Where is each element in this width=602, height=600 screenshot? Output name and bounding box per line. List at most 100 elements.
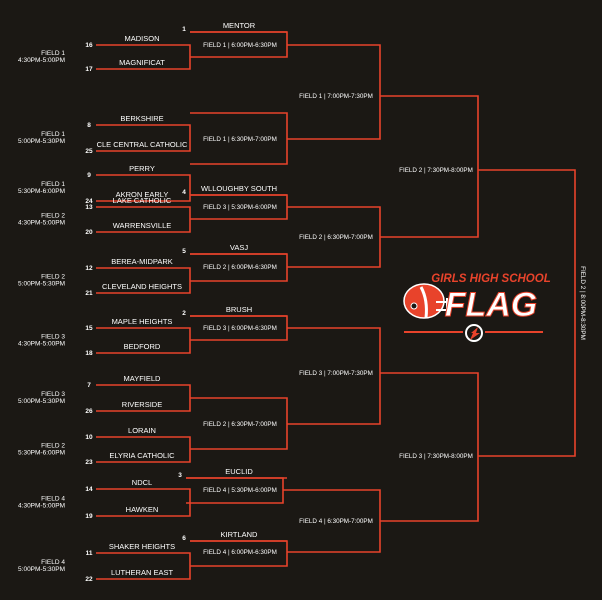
round1-top-team: MADISON <box>124 34 159 43</box>
round1-field-label: FIELD 1 <box>41 50 65 57</box>
round3-label: FIELD 4 | 6:30PM-7:00PM <box>299 518 373 525</box>
bracket-text: FIELD 14:30PM-5:00PM1617MADISONMAGNIFICA… <box>18 21 586 583</box>
round2-label: FIELD 4 | 5:30PM-6:00PM <box>203 487 277 494</box>
round1-top-team: BEREA-MIDPARK <box>111 257 173 266</box>
round1-top-seed: 10 <box>85 434 93 441</box>
round1-top-seed: 15 <box>85 325 93 332</box>
round1-bottom-seed: 24 <box>85 198 93 205</box>
round1-bottom-seed: 23 <box>85 459 93 466</box>
bye-seed: 5 <box>182 248 186 255</box>
bye-seed: 1 <box>182 26 186 33</box>
round2-label: FIELD 2 | 6:00PM-6:30PM <box>203 264 277 271</box>
final-connector <box>478 169 576 457</box>
round1-top-seed: 9 <box>87 172 91 179</box>
round1-time-label: 4:30PM-5:00PM <box>18 341 65 348</box>
round2-connector <box>190 540 288 567</box>
football-helmet-icon <box>403 283 450 319</box>
round1-top-team: LAKE CATHOLIC <box>113 196 172 205</box>
bye-team: EUCLID <box>225 467 253 476</box>
round1-time-label: 5:30PM-6:00PM <box>18 450 65 457</box>
round1-time-label: 5:00PM-5:30PM <box>18 398 65 405</box>
round3-label: FIELD 2 | 6:30PM-7:00PM <box>299 234 373 241</box>
bye-seed: 2 <box>182 310 186 317</box>
round1-time-label: 4:30PM-5:00PM <box>18 503 65 510</box>
round1-field-label: FIELD 4 <box>41 496 65 503</box>
round1-bottom-team: HAWKEN <box>126 505 159 514</box>
round1-bottom-team: BEDFORD <box>124 342 161 351</box>
round4-label: FIELD 2 | 7:30PM-8:00PM <box>399 167 473 174</box>
round1-bottom-seed: 17 <box>85 66 93 73</box>
bye-seed: 4 <box>182 189 186 196</box>
round1-bottom-seed: 20 <box>85 229 93 236</box>
round1-bottom-team: CLEVELAND HEIGHTS <box>102 282 182 291</box>
round1-top-team: LORAIN <box>128 426 156 435</box>
round1-field-label: FIELD 2 <box>41 274 65 281</box>
round1-field-label: FIELD 4 <box>41 559 65 566</box>
gatorade-g-icon <box>465 324 483 342</box>
round1-top-seed: 16 <box>85 42 93 49</box>
round1-top-seed: 14 <box>85 486 93 493</box>
round3-connector <box>287 44 381 140</box>
round1-time-label: 4:30PM-5:00PM <box>18 220 65 227</box>
round1-top-team: PERRY <box>129 164 155 173</box>
round1-field-label: FIELD 2 <box>41 213 65 220</box>
bye-seed: 6 <box>182 535 186 542</box>
bracket-lines <box>96 31 576 580</box>
round1-bottom-seed: 21 <box>85 290 93 297</box>
flag-logo: GIRLS HIGH SCHOOL FLAG <box>403 273 551 342</box>
logo-main-text: FLAG <box>445 286 538 324</box>
round1-bottom-team: RIVERSIDE <box>122 400 162 409</box>
round1-bottom-seed: 18 <box>85 350 93 357</box>
round1-field-label: FIELD 3 <box>41 334 65 341</box>
round1-bottom-seed: 26 <box>85 408 93 415</box>
round1-bottom-seed: 25 <box>85 148 93 155</box>
round1-game-connector <box>96 124 191 152</box>
round1-bottom-seed: 22 <box>85 576 93 583</box>
round1-field-label: FIELD 1 <box>41 181 65 188</box>
round1-bottom-team: AKRON EARLY <box>116 190 169 199</box>
round2-label: FIELD 3 | 5:30PM-6:00PM <box>203 204 277 211</box>
round1-top-team: SHAKER HEIGHTS <box>109 542 175 551</box>
round1-field-label: FIELD 2 <box>41 443 65 450</box>
round1-time-label: 5:30PM-6:00PM <box>18 188 65 195</box>
round2-label: FIELD 4 | 6:00PM-6:30PM <box>203 549 277 556</box>
round1-bottom-team: CLE CENTRAL CATHOLIC <box>97 140 188 149</box>
round4-connector <box>380 372 479 522</box>
round1-game-connector <box>96 174 191 202</box>
logo-top-text: GIRLS HIGH SCHOOL <box>431 273 550 285</box>
round2-label: FIELD 1 | 6:30PM-7:00PM <box>203 136 277 143</box>
round3-label: FIELD 3 | 7:00PM-7:30PM <box>299 370 373 377</box>
round1-time-label: 5:00PM-5:30PM <box>18 281 65 288</box>
round1-time-label: 5:00PM-5:30PM <box>18 566 65 573</box>
round1-bottom-seed: 19 <box>85 513 93 520</box>
round1-time-label: 4:30PM-5:00PM <box>18 57 65 64</box>
round1-top-team: NDCL <box>132 478 152 487</box>
round1-top-seed: 11 <box>86 550 93 557</box>
round1-top-team: MAPLE HEIGHTS <box>112 317 173 326</box>
final-label: FIELD 2 | 8:00PM-8:30PM <box>579 266 586 340</box>
round2-label: FIELD 1 | 6:00PM-6:30PM <box>203 42 277 49</box>
bye-team: BRUSH <box>226 305 252 314</box>
bye-team: VASJ <box>230 243 248 252</box>
round1-top-seed: 7 <box>87 382 91 389</box>
round1-top-seed: 12 <box>85 265 93 272</box>
round2-label: FIELD 2 | 6:30PM-7:00PM <box>203 421 277 428</box>
round3-connector <box>287 327 381 425</box>
round4-label: FIELD 3 | 7:30PM-8:00PM <box>399 453 473 460</box>
round1-field-label: FIELD 3 <box>41 391 65 398</box>
bye-team: MENTOR <box>223 21 256 30</box>
round1-bottom-team: WARRENSVILLE <box>113 221 172 230</box>
round1-bottom-team: ELYRIA CATHOLIC <box>109 451 175 460</box>
round1-time-label: 5:00PM-5:30PM <box>18 138 65 145</box>
round1-top-team: BERKSHIRE <box>120 114 163 123</box>
round1-top-seed: 8 <box>87 122 91 129</box>
round1-top-team: MAYFIELD <box>124 374 162 383</box>
bye-seed: 3 <box>178 472 182 479</box>
bye-team: KIRTLAND <box>221 530 259 539</box>
bye-team: WLLOUGHBY SOUTH <box>201 184 277 193</box>
round1-field-label: FIELD 1 <box>41 131 65 138</box>
round2-label: FIELD 3 | 6:00PM-6:30PM <box>203 325 277 332</box>
round3-label: FIELD 1 | 7:00PM-7:30PM <box>299 93 373 100</box>
